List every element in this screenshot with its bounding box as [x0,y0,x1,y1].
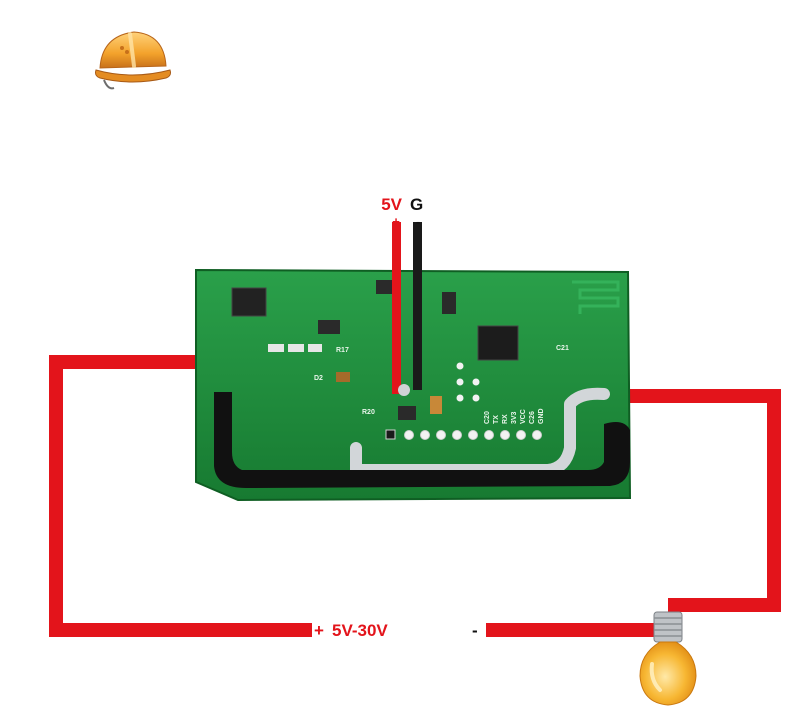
silk-vcc: VCC [520,409,527,424]
right-wire [630,389,781,612]
silk-tx: TX [493,415,500,424]
power-label-group: 5V G + - [381,195,423,229]
safety-helmet-icon [95,31,171,90]
label-minus: - [416,214,420,229]
silk-r20: R20 [362,409,375,416]
silk-d2: D2 [314,375,323,382]
solder-trace [350,387,610,476]
silk-c20: C20 [484,411,491,424]
left-wire [49,355,312,637]
label-5v: 5V [381,195,402,214]
load-plus-sign: + [314,621,324,640]
header-pads [385,429,542,440]
light-bulb-icon [639,611,697,706]
silk-3v3: 3V3 [511,411,518,424]
load-voltage-range: 5V-30V [332,621,388,640]
silk-r17: R17 [336,347,349,354]
silk-gnd: GND [538,408,545,424]
load-minus-sign: - [472,621,478,640]
power-trace [214,392,630,488]
silk-rx: RX [502,414,509,424]
positive-wire [392,222,401,394]
silk-c21: C21 [556,345,569,352]
load-circuit-wires [49,355,781,637]
label-g: G [410,195,423,214]
load-voltage-label: + 5V-30V - [314,621,478,640]
silk-c26: C26 [529,411,536,424]
power-input-wires [392,222,422,396]
ground-wire [413,222,422,390]
label-plus: + [392,214,400,229]
